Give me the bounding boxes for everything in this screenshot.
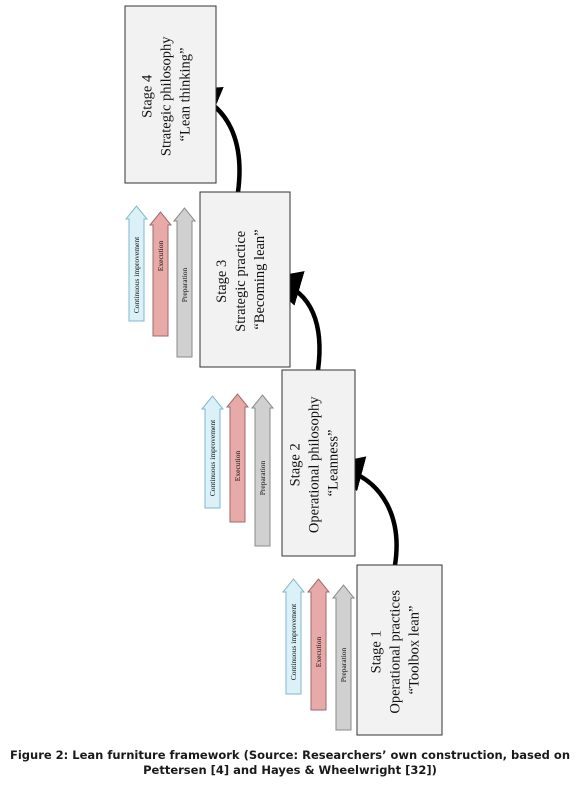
stage-2-box: Stage 2 Operational philosophy “Leanness… bbox=[281, 369, 356, 557]
continuous-improvement-arrow: Continuous improvement bbox=[281, 578, 306, 695]
stage-3-label: Stage 3 bbox=[214, 260, 230, 303]
execution-arrow: Execution bbox=[148, 211, 173, 337]
execution-arrow: Execution bbox=[225, 393, 250, 523]
stage-1-label: Stage 1 bbox=[369, 630, 385, 673]
execution-label: Execution bbox=[156, 241, 165, 272]
preparation-arrow: Preparation bbox=[331, 584, 356, 731]
figure-caption-line-1: Figure 2: Lean furniture framework (Sour… bbox=[9, 748, 571, 762]
stage-2-label: Stage 2 bbox=[288, 443, 304, 486]
continuous-improvement-label: Continuous improvement bbox=[132, 236, 141, 313]
preparation-arrow: Preparation bbox=[250, 394, 275, 547]
stage-1-arrows: Continuous improvement Execution Prepara… bbox=[281, 578, 356, 731]
stage-3-arrows: Continuous improvement Execution Prepara… bbox=[124, 205, 197, 358]
continuous-improvement-label: Continuous improvement bbox=[289, 603, 298, 680]
stage-4-subtitle: “Lean thinking” bbox=[178, 48, 194, 142]
preparation-label: Preparation bbox=[339, 647, 348, 682]
stage-2-arrows: Continuous improvement Execution Prepara… bbox=[200, 393, 275, 547]
continuous-improvement-arrow: Continuous improvement bbox=[200, 395, 225, 509]
stage-3-box: Stage 3 Strategic practice “Becoming lea… bbox=[199, 191, 291, 368]
stage-4-title: Strategic philosophy bbox=[159, 36, 175, 156]
continuous-improvement-label: Continuous improvement bbox=[208, 419, 217, 496]
stage-1-title: Operational practices bbox=[388, 590, 404, 714]
stage-2-title: Operational philosophy bbox=[307, 396, 323, 533]
lean-framework-diagram: Stage 4 Strategic philosophy “Lean think… bbox=[124, 5, 443, 736]
svg-text:Stage 3 Strategic prac: Stage 3 Strategic practice “Becoming lea… bbox=[214, 227, 268, 332]
preparation-arrow: Preparation bbox=[172, 207, 197, 358]
stage-4-box: Stage 4 Strategic philosophy “Lean think… bbox=[124, 5, 217, 184]
stage-1-subtitle: “Toolbox lean” bbox=[407, 606, 423, 695]
preparation-label: Preparation bbox=[258, 460, 267, 495]
svg-text:Stage 2 Operational ph: Stage 2 Operational philosophy “Leanness… bbox=[288, 393, 342, 533]
stage-4-label: Stage 4 bbox=[140, 74, 156, 118]
stage-1-box: Stage 1 Operational practices “Toolbox l… bbox=[356, 564, 443, 736]
stage-3-title: Strategic practice bbox=[233, 231, 249, 332]
stage-2-subtitle: “Leanness” bbox=[326, 430, 342, 497]
stage-3-subtitle: “Becoming lean” bbox=[252, 229, 268, 329]
preparation-label: Preparation bbox=[180, 267, 189, 302]
svg-text:Stage 1 Operational pr: Stage 1 Operational practices “Toolbox l… bbox=[369, 586, 423, 713]
figure-caption: Figure 2: Lean furniture framework (Sour… bbox=[0, 748, 580, 778]
continuous-improvement-arrow: Continuous improvement bbox=[124, 205, 149, 322]
execution-label: Execution bbox=[314, 637, 323, 668]
svg-text:Stage 4 Strategic phil: Stage 4 Strategic philosophy “Lean think… bbox=[140, 33, 194, 156]
execution-label: Execution bbox=[233, 451, 242, 482]
execution-arrow: Execution bbox=[306, 578, 331, 711]
figure-caption-line-2: Pettersen [4] and Hayes & Wheelwright [3… bbox=[143, 763, 437, 777]
